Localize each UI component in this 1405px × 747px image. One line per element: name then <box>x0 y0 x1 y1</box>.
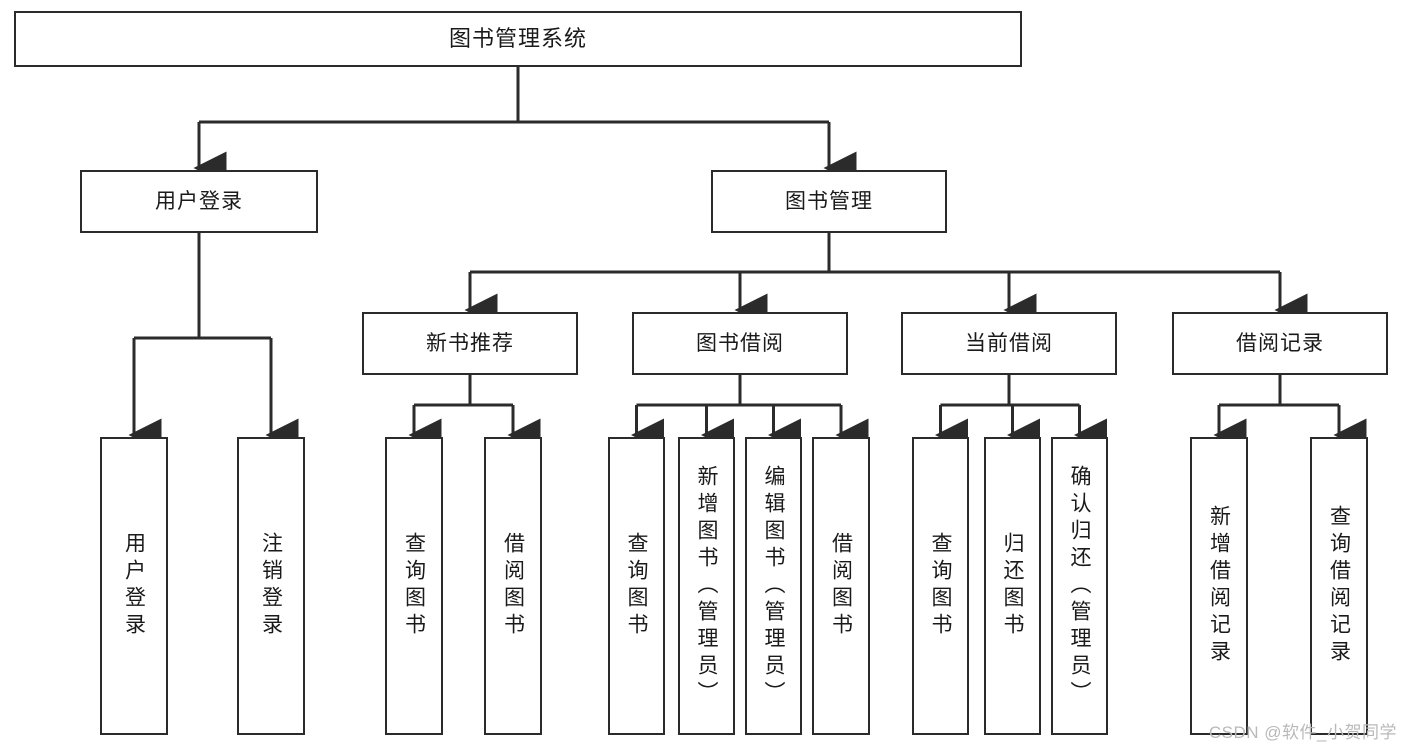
node-level3-3[interactable]: 借阅记录 <box>1172 312 1388 375</box>
node-leaf-9[interactable]: 归还图书 <box>984 437 1041 735</box>
node-label: 图书管理 <box>785 189 873 213</box>
node-label: 图书借阅 <box>696 331 784 355</box>
node-label: 确认归还（管理员） <box>1068 464 1091 708</box>
node-label: 新增借阅记录 <box>1207 505 1231 667</box>
node-leaf-0[interactable]: 用户登录 <box>100 437 168 735</box>
node-label: 注销登录 <box>259 532 283 640</box>
node-leaf-8[interactable]: 查询图书 <box>912 437 969 735</box>
node-label: 归还图书 <box>1001 532 1024 640</box>
node-leaf-10[interactable]: 确认归还（管理员） <box>1051 437 1108 735</box>
node-level3-2[interactable]: 当前借阅 <box>901 312 1117 375</box>
node-level3-1[interactable]: 图书借阅 <box>632 312 848 375</box>
node-label: 当前借阅 <box>965 331 1053 355</box>
node-label: 借阅图书 <box>501 532 525 640</box>
node-leaf-7[interactable]: 借阅图书 <box>812 437 870 735</box>
node-leaf-12[interactable]: 查询借阅记录 <box>1310 437 1368 735</box>
node-label: 新书推荐 <box>426 331 514 355</box>
node-leaf-2[interactable]: 查询图书 <box>385 437 443 735</box>
node-level2-1[interactable]: 图书管理 <box>711 170 947 233</box>
node-label: 用户登录 <box>155 189 243 213</box>
node-leaf-11[interactable]: 新增借阅记录 <box>1190 437 1248 735</box>
node-leaf-6[interactable]: 编辑图书（管理员） <box>745 437 802 735</box>
node-level2-0[interactable]: 用户登录 <box>80 170 318 233</box>
node-level3-0[interactable]: 新书推荐 <box>362 312 578 375</box>
node-leaf-5[interactable]: 新增图书（管理员） <box>678 437 735 735</box>
node-label: 查询图书 <box>929 532 952 640</box>
node-label: 新增图书（管理员） <box>695 464 718 708</box>
node-leaf-3[interactable]: 借阅图书 <box>484 437 542 735</box>
node-label: 用户登录 <box>122 532 146 640</box>
node-root-图书管理系统[interactable]: 图书管理系统 <box>14 11 1022 67</box>
node-leaf-4[interactable]: 查询图书 <box>608 437 665 735</box>
node-label: 图书管理系统 <box>448 25 587 51</box>
node-leaf-1[interactable]: 注销登录 <box>237 437 305 735</box>
node-label: 查询图书 <box>402 532 426 640</box>
node-label: 编辑图书（管理员） <box>762 464 785 708</box>
node-label: 查询图书 <box>625 532 648 640</box>
node-label: 查询借阅记录 <box>1327 505 1351 667</box>
csdn-watermark: CSDN @软件_小贺同学 <box>1208 723 1397 742</box>
node-label: 借阅图书 <box>829 532 853 640</box>
node-label: 借阅记录 <box>1236 331 1324 355</box>
